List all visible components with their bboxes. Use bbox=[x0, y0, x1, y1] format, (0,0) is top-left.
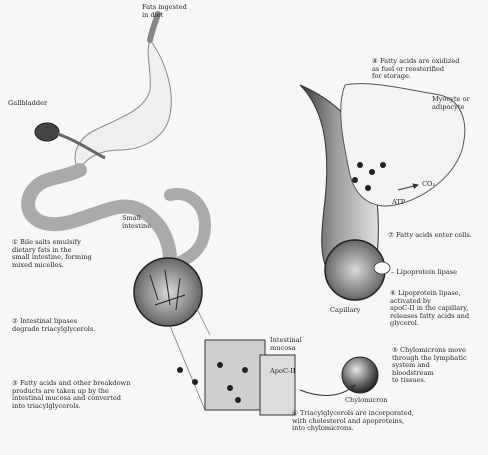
label-gallbladder: Gallbladder bbox=[8, 100, 47, 108]
label-intestinal-mucosa: Intestinal mucosa bbox=[270, 337, 302, 352]
label-capillary: Capillary bbox=[330, 307, 360, 315]
label-co2: CO₂ bbox=[422, 181, 435, 189]
gallbladder bbox=[35, 123, 59, 141]
label-lipoprotein-lipase: – Lipoprotein lipase bbox=[391, 269, 457, 277]
step-8: ⑧ Fatty acids are oxidized as fuel or re… bbox=[372, 58, 459, 81]
step-5: ⑤ Chylomicrons move through the lymphati… bbox=[392, 347, 467, 385]
title: Fats ingested in diet bbox=[142, 4, 187, 19]
step-4: ④ Triacylglycerols are incorporated, wit… bbox=[292, 410, 414, 433]
step-6: ⑥ Lipoprotein lipase, activated by apoC-… bbox=[390, 290, 469, 328]
label-myocyte: Myocyte or adipocyte bbox=[432, 96, 470, 111]
mucosa-cell bbox=[260, 355, 295, 415]
step-7: ⑦ Fatty acids enter cells. bbox=[388, 232, 472, 240]
label-apoc2: ApoC-II bbox=[270, 368, 295, 376]
label-small-intestine: Small intestine bbox=[122, 215, 151, 230]
intestinal-mucosa-panel bbox=[205, 340, 265, 410]
zoom-line-2 bbox=[170, 326, 205, 410]
zoom-line-1 bbox=[195, 305, 210, 335]
step-3: ③ Fatty acids and other breakdown produc… bbox=[12, 380, 130, 410]
step-1: ① Bile salts emulsify dietary fats in th… bbox=[12, 239, 92, 269]
chylomicron-sphere bbox=[342, 357, 378, 393]
label-atp: ATP bbox=[392, 199, 405, 207]
label-chylomicron: Chylomicron bbox=[345, 397, 388, 405]
lipoprotein-lipase-glyph bbox=[374, 262, 390, 274]
step-2: ② Intestinal lipases degrade triacylglyc… bbox=[12, 318, 95, 333]
